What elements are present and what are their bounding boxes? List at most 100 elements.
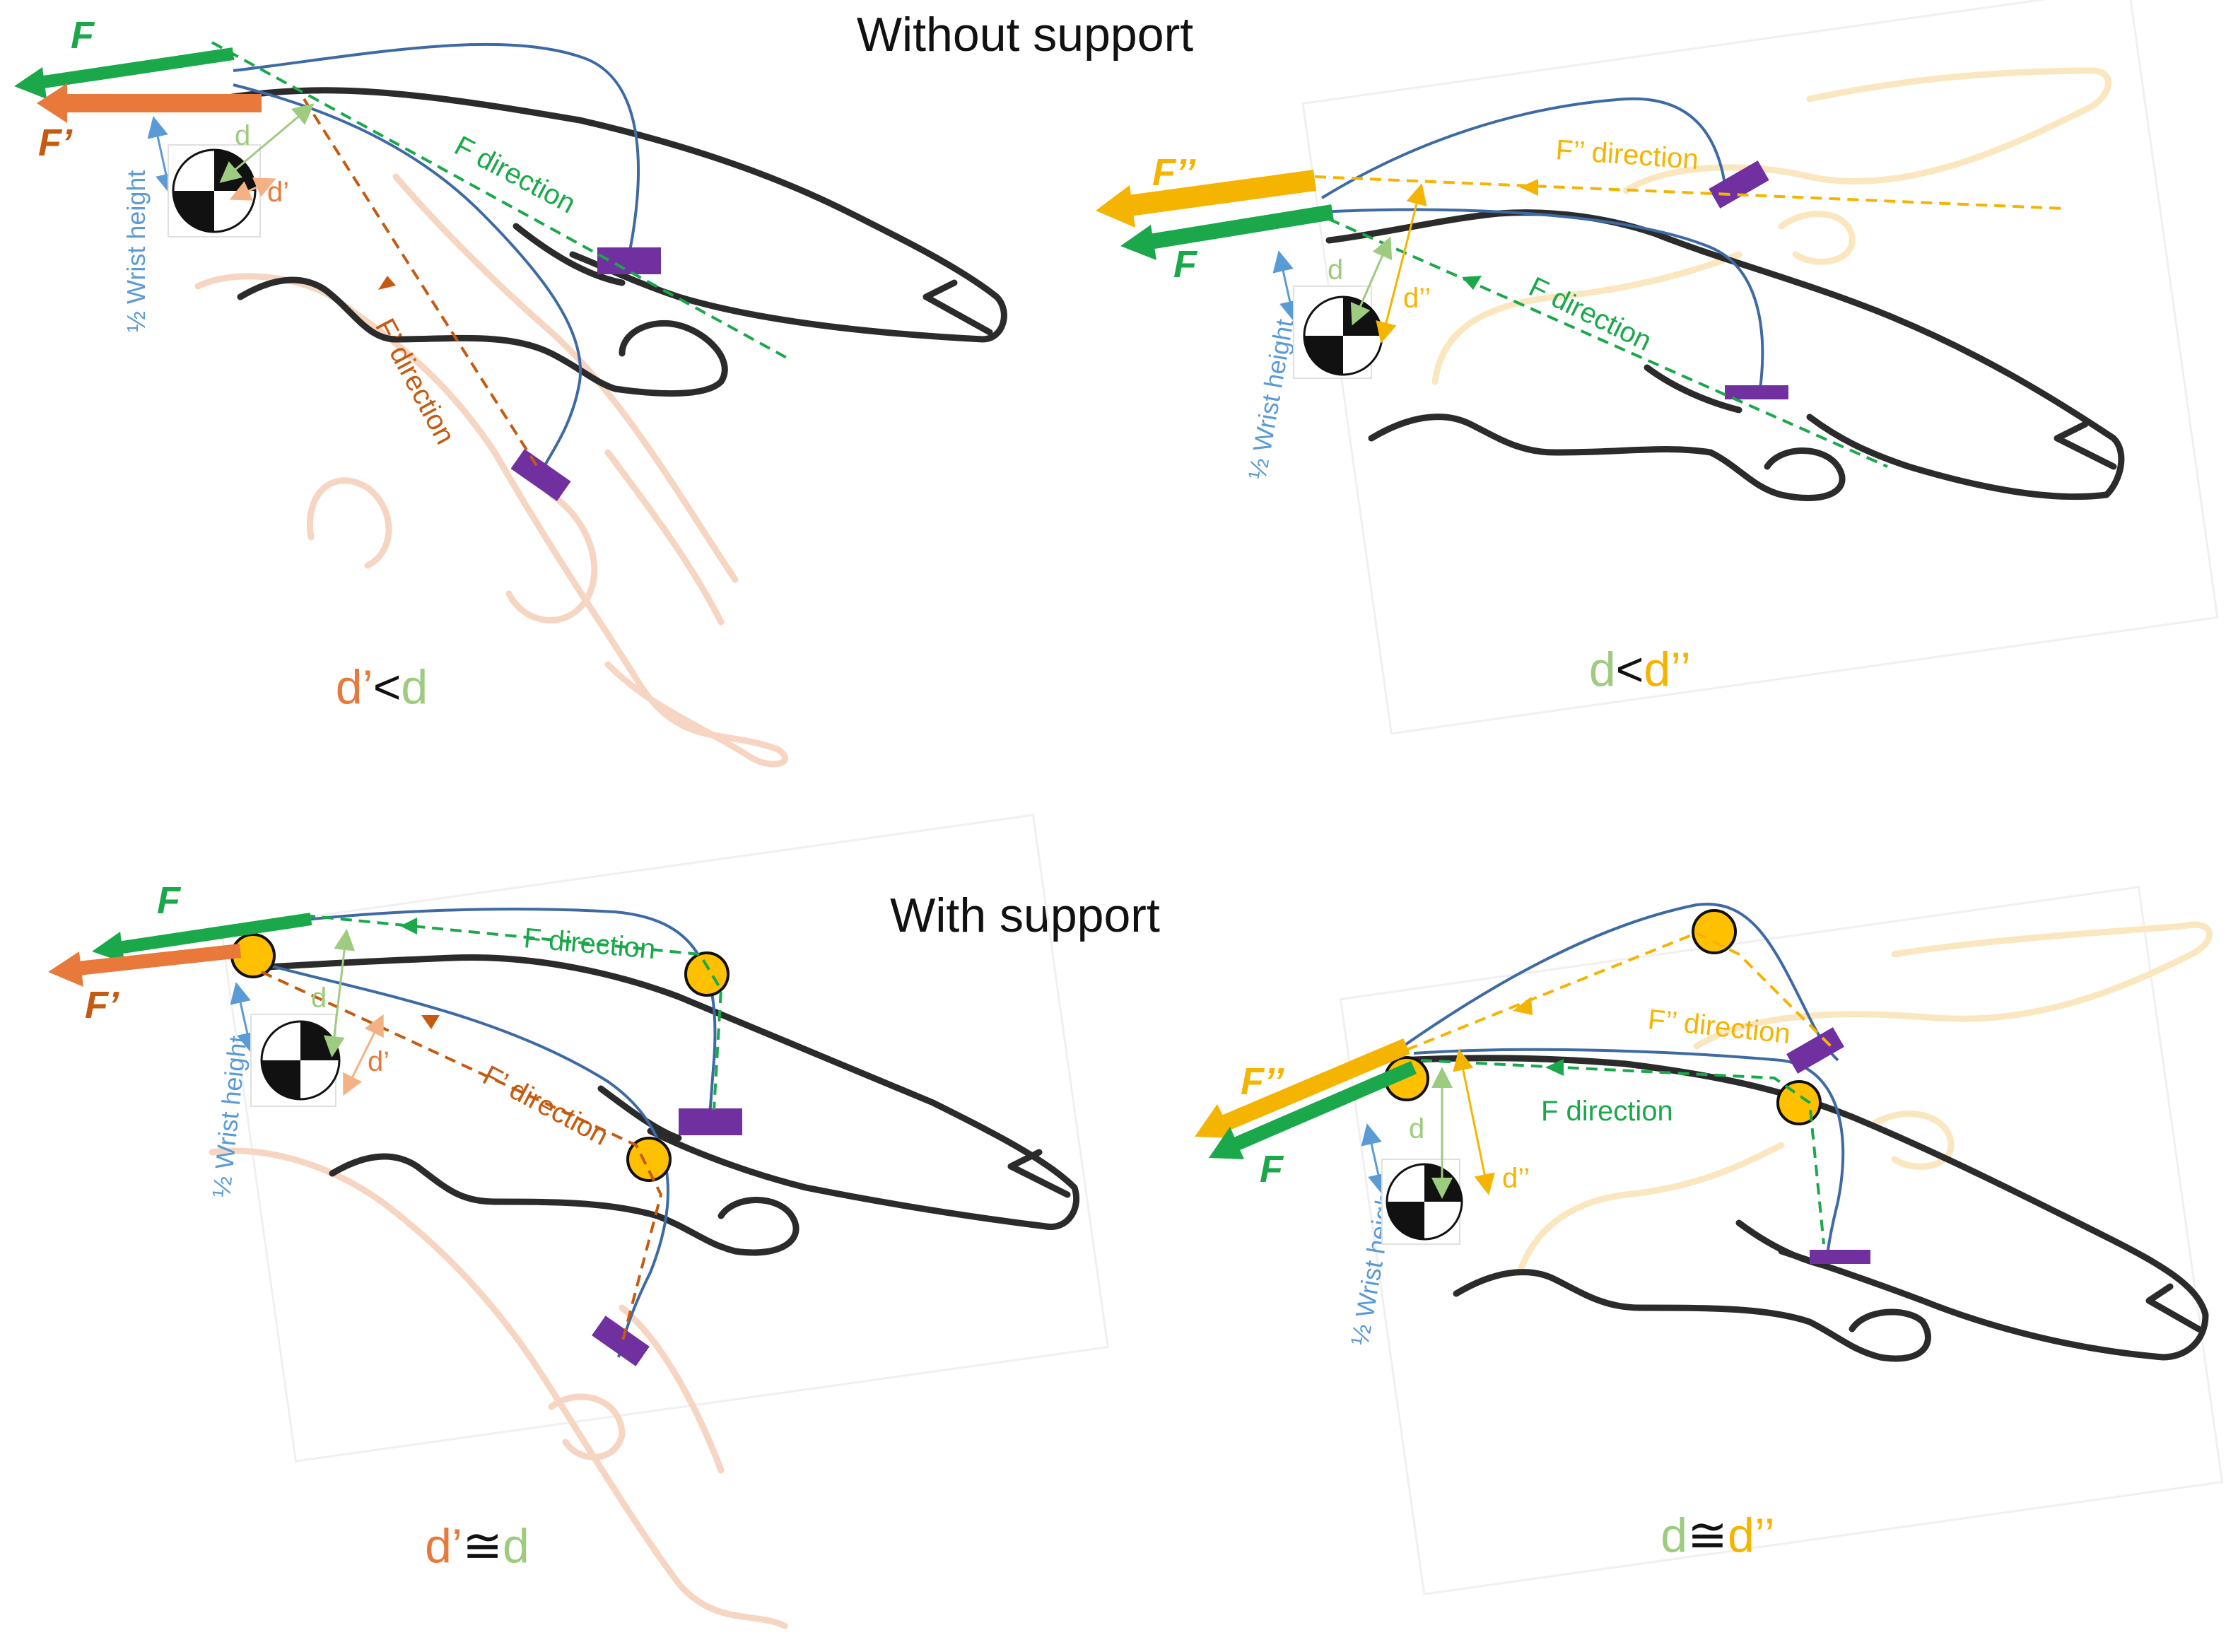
wrist-height-arrow <box>230 982 258 1054</box>
ghost-hand-illustration <box>1516 921 2213 1276</box>
heading-with-support: With support <box>890 889 1160 942</box>
panel-top-right: F’’ F F’’ direction F direction ½ Wrist … <box>1096 0 2219 735</box>
force-arrowhead-secondary <box>1096 185 1135 228</box>
force-arrowhead-primary <box>1120 225 1156 260</box>
force-direction-line-primary <box>1420 1059 1825 1245</box>
anchor-pad <box>1786 1027 1844 1074</box>
wrist-height-label: ½ Wrist height <box>122 170 151 332</box>
relation-left: d <box>1660 1509 1687 1562</box>
moment-arm-relation: d≅d’’ <box>1660 1509 1775 1562</box>
ghost-hand-illustration <box>194 173 789 768</box>
direction-label-primary: F direction <box>522 922 657 965</box>
force-vector-primary <box>112 913 312 955</box>
relation-left: d’ <box>425 1519 462 1573</box>
force-arrowhead-secondary <box>1195 1104 1234 1138</box>
force-direction-line-primary <box>211 41 792 362</box>
force-direction-line-secondary <box>261 971 663 1344</box>
support-roller <box>1776 1080 1822 1125</box>
tendon-cable <box>233 42 640 255</box>
moment-arm-relation: d’≅d <box>425 1519 529 1573</box>
moment-arm-label-primary: d <box>1328 254 1343 286</box>
direction-arrowhead <box>400 918 417 935</box>
force-arrowhead-secondary <box>48 951 83 987</box>
panel-bottom-right: F’’ F F’’ direction F direction ½ Wrist … <box>1195 886 2224 1595</box>
hand-finger-outline <box>329 1085 799 1256</box>
direction-label-primary: F direction <box>1541 1096 1673 1127</box>
relation-right: d’’ <box>1644 643 1691 696</box>
ghost-finger-illustration <box>505 449 725 626</box>
panel-top-left: F F’ F direction F’ direction ½ Wrist he… <box>14 14 1007 768</box>
moment-arm-secondary <box>229 177 276 201</box>
tendon-cable <box>254 960 669 1358</box>
force-direction-line-primary <box>303 914 723 1111</box>
anchor-pad <box>510 449 571 501</box>
fingernail-outline <box>922 279 993 336</box>
force-arrowhead-primary <box>92 932 124 963</box>
direction-arrowhead <box>1545 1059 1564 1076</box>
panel-frame <box>220 814 1109 1463</box>
direction-label-primary: F direction <box>450 130 581 220</box>
anchor-pad <box>597 247 661 274</box>
hand-outline <box>187 87 1007 343</box>
relation-left: d’ <box>336 660 373 714</box>
moment-arm-secondary <box>1376 183 1427 344</box>
support-roller <box>626 1137 672 1182</box>
relation-operator: < <box>373 660 402 714</box>
direction-arrowhead <box>421 1015 440 1029</box>
moment-arm-secondary <box>343 1014 384 1096</box>
direction-label-secondary: F’ direction <box>369 314 461 450</box>
tendon-cable <box>1321 208 1764 389</box>
force-vector-secondary <box>1219 1038 1410 1132</box>
moment-arm-relation: d’<d <box>336 660 428 714</box>
force-label-primary: F <box>1260 1148 1284 1190</box>
moment-arm-primary <box>323 929 356 1058</box>
anchor-pad <box>1810 1250 1870 1264</box>
direction-arrowhead <box>1520 179 1538 196</box>
wrist-height-label: ½ Wrist height <box>1243 317 1299 481</box>
support-roller <box>684 951 730 997</box>
force-arrowhead-primary <box>1209 1127 1244 1159</box>
relation-right: d <box>401 660 428 714</box>
wrist-height-arrow <box>1272 250 1301 322</box>
moment-arm-label-primary: d <box>1409 1113 1424 1144</box>
tendon-cable <box>254 908 717 1132</box>
force-arrowhead-primary <box>14 67 47 99</box>
moment-arm-label-secondary: d’’ <box>1502 1163 1530 1194</box>
tendon-cable <box>233 83 582 467</box>
hand-finger-outline <box>237 223 728 397</box>
anchor-pad <box>592 1316 650 1366</box>
direction-arrowhead <box>378 276 396 290</box>
direction-arrowhead <box>1513 997 1533 1015</box>
moment-arm-relation: d<d’’ <box>1589 643 1691 696</box>
force-label-primary: F <box>71 14 95 57</box>
force-vector-primary <box>1144 204 1334 250</box>
moment-arm-label-primary: d <box>311 983 327 1014</box>
heading-without-support: Without support <box>857 8 1193 61</box>
relation-right: d <box>503 1519 529 1573</box>
force-label-secondary: F’ <box>38 122 73 164</box>
force-vector-secondary <box>76 944 242 976</box>
center-of-mass-icon <box>1293 286 1383 379</box>
force-arrowhead-secondary <box>37 83 67 123</box>
panel-frame <box>1301 0 2219 735</box>
relation-left: d <box>1589 643 1616 696</box>
support-roller <box>1692 909 1737 954</box>
anchor-pad <box>1725 385 1788 399</box>
fingernail-outline <box>1007 1149 1071 1198</box>
hand-finger-outline <box>1368 364 1846 501</box>
relation-right: d’’ <box>1728 1509 1775 1562</box>
force-label-primary: F <box>157 879 182 922</box>
force-direction-line-secondary <box>1406 931 1832 1051</box>
force-direction-line-secondary <box>1314 175 2065 210</box>
moment-arm-label-secondary: d’ <box>267 177 289 208</box>
force-vector-primary <box>33 47 235 90</box>
direction-label-secondary: F’’ direction <box>1646 1004 1792 1050</box>
force-label-secondary: F’ <box>85 984 119 1026</box>
panel-bottom-left: F F’ F direction F’ direction ½ Wrist he… <box>48 814 1109 1629</box>
wrist-height-label: ½ Wrist height <box>206 1034 252 1198</box>
hand-outline <box>1396 1055 2209 1361</box>
relation-operator: ≅ <box>1687 1509 1728 1562</box>
force-label-primary: F <box>1173 243 1198 286</box>
relation-operator: < <box>1616 643 1644 696</box>
